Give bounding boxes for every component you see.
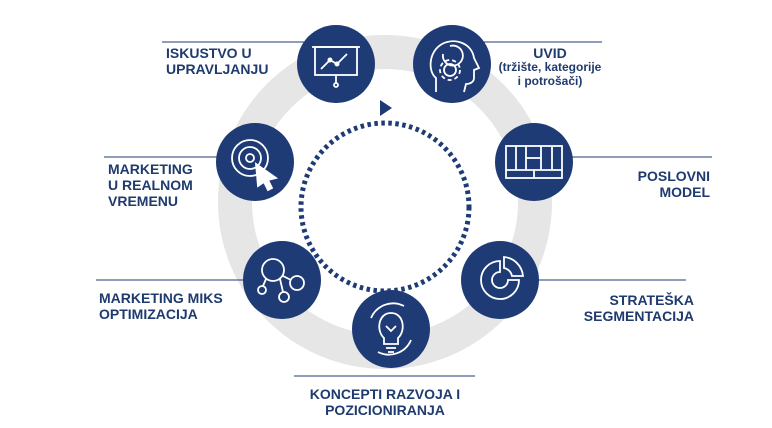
label-strateska-line1: STRATEŠKA <box>609 292 694 308</box>
node-uvid <box>413 25 491 103</box>
bubbles-network-icon <box>257 258 305 303</box>
label-koncepti: KONCEPTI RAZVOJA I POZICIONIRANJA <box>285 386 485 418</box>
label-poslovni-line2: MODEL <box>659 184 710 201</box>
label-marketing-realno-line2: U REALNOM <box>108 177 193 194</box>
label-uvid-sub1: (tržište, kategorije <box>498 60 602 75</box>
cycle-arrow-head <box>380 100 392 116</box>
label-iskustvo-line1: ISKUSTVO U <box>166 45 252 61</box>
node-marketing-realno <box>216 123 294 201</box>
label-marketing-miks-line2: OPTIMIZACIJA <box>99 306 198 323</box>
label-marketing-miks: MARKETING MIKS OPTIMIZACIJA <box>99 290 223 322</box>
label-iskustvo: ISKUSTVO U UPRAVLJANJU <box>166 45 268 77</box>
label-marketing-realno: MARKETING U REALNOM VREMENU <box>108 161 193 209</box>
node-koncepti <box>352 290 430 368</box>
lightbulb-cycle-icon <box>370 302 412 356</box>
label-marketing-miks-line1: MARKETING MIKS <box>99 290 223 306</box>
label-koncepti-line2: POZICIONIRANJA <box>325 402 445 419</box>
business-model-grid-icon <box>505 145 563 179</box>
head-gear-icon <box>429 40 481 93</box>
presentation-chart-icon <box>312 46 360 88</box>
pie-segment-icon <box>480 256 524 300</box>
label-iskustvo-line2: UPRAVLJANJU <box>166 61 269 78</box>
label-marketing-realno-line1: MARKETING <box>108 161 193 177</box>
node-marketing-miks <box>243 241 321 319</box>
label-uvid-title: UVID <box>533 45 567 61</box>
label-uvid: UVID (tržište, kategorije i potrošači) <box>480 45 620 89</box>
label-strateska: STRATEŠKA SEGMENTACIJA <box>560 292 694 324</box>
label-koncepti-line1: KONCEPTI RAZVOJA I <box>309 386 461 402</box>
node-strateska <box>461 241 539 319</box>
node-poslovni <box>495 123 573 201</box>
label-poslovni-line1: POSLOVNI <box>637 168 710 184</box>
node-iskustvo <box>297 25 375 103</box>
target-cursor-icon <box>231 139 279 192</box>
dotted-cycle-ring <box>298 120 472 294</box>
label-marketing-realno-line3: VREMENU <box>108 193 179 210</box>
label-uvid-sub2: i potrošači) <box>517 73 583 88</box>
label-strateska-line2: SEGMENTACIJA <box>583 308 694 325</box>
label-poslovni: POSLOVNI MODEL <box>600 168 710 200</box>
